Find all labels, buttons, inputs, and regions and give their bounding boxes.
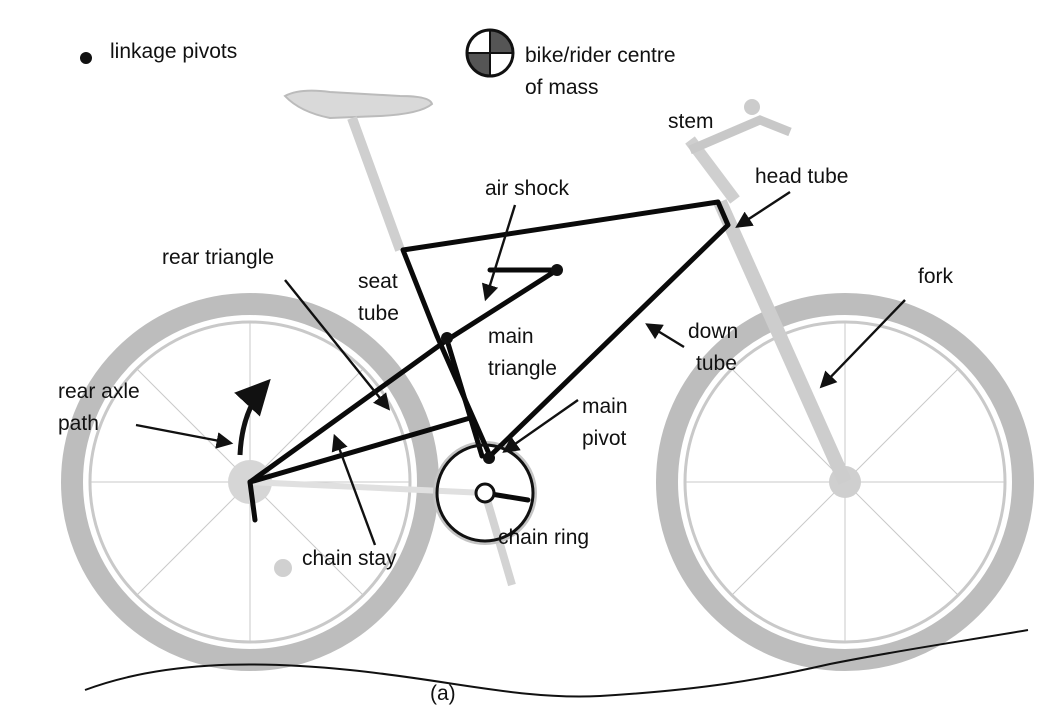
panel-label: (a) [430, 682, 456, 705]
label-stem: stem [668, 110, 714, 133]
label-down-tube-line2: tube [696, 352, 737, 375]
pivot-legend-dot [80, 52, 92, 64]
label-air-shock: air shock [485, 177, 570, 200]
bike-photo [61, 89, 1034, 671]
label-chain-stay: chain stay [302, 547, 397, 570]
label-main-triangle-line1: main [488, 325, 534, 348]
pivot-dot [483, 452, 495, 464]
leader-arrows [135, 190, 906, 546]
rear-dropout [247, 479, 258, 523]
arrow-air-shock [481, 204, 517, 302]
label-head-tube: head tube [755, 165, 848, 188]
label-down-tube-line1: down [688, 320, 738, 343]
label-main-triangle-line2: triangle [488, 357, 557, 380]
label-rear-axle-path-line1: rear axle [58, 380, 140, 403]
linkage-pivots [441, 264, 563, 464]
label-rear-triangle: rear triangle [162, 246, 274, 269]
label-seat-tube-line1: seat [358, 270, 398, 293]
ground-line [84, 629, 1029, 698]
arrow-rear-triangle [284, 279, 391, 411]
rear-wheel [61, 293, 439, 671]
rear-axle-path-arrow [234, 378, 271, 456]
arrow-down-tube [645, 323, 685, 349]
label-fork: fork [918, 265, 954, 288]
labels: stem head tube air shock rear triangle s… [58, 110, 954, 705]
legend: linkage pivots bike/rider centre of mass [80, 28, 676, 99]
arrow-rear-axle-path [135, 423, 234, 449]
label-chain-ring: chain ring [498, 526, 589, 549]
bottom-bracket [474, 482, 496, 504]
main-triangle [400, 199, 731, 459]
rear-triangle-stay [247, 415, 473, 485]
front-wheel [656, 293, 1034, 671]
arrow-head-tube [735, 190, 791, 228]
arrow-main-pivot [502, 399, 579, 453]
arrow-fork [819, 299, 906, 389]
label-seat-tube-line2: tube [358, 302, 399, 325]
label-rear-axle-path-line2: path [58, 412, 99, 435]
arrow-chain-stay [331, 433, 377, 546]
label-main-pivot-line2: pivot [582, 427, 627, 450]
com-legend-label-line2: of mass [525, 76, 599, 99]
rear-triangle-post [444, 337, 485, 459]
label-main-pivot-line1: main [582, 395, 628, 418]
pivot-legend-label: linkage pivots [110, 40, 237, 63]
rear-triangle-top [247, 337, 450, 485]
com-icon [465, 28, 515, 78]
pivot-dot [441, 332, 453, 344]
bike-parts [249, 89, 852, 587]
pivot-dot [551, 264, 563, 276]
chain-ring [435, 443, 535, 543]
frame-linkage [234, 199, 731, 543]
com-legend-label-line1: bike/rider centre [525, 44, 676, 67]
rocker-link [444, 267, 560, 343]
